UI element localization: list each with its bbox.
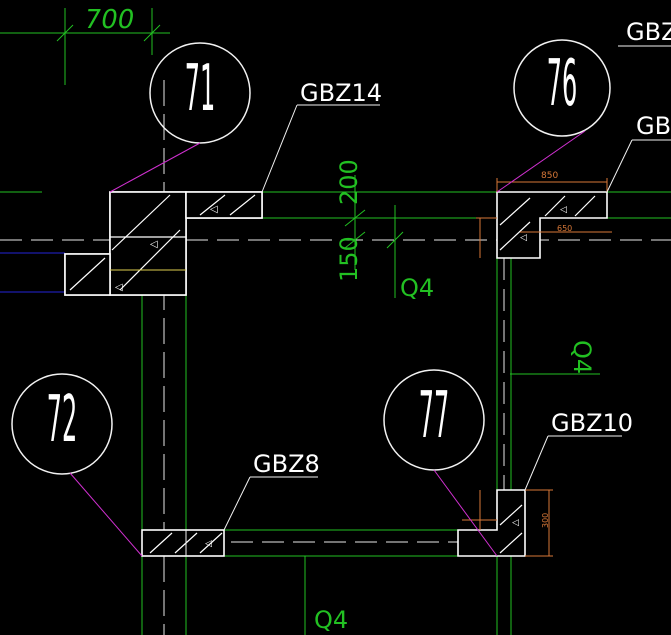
- svg-text:◁: ◁: [210, 204, 218, 215]
- gb-right-label: GB: [636, 112, 671, 140]
- label-gbz14: GBZ14: [261, 79, 382, 193]
- gbz-top-right-text: GBZ: [626, 18, 671, 46]
- gbz10-label: GBZ10: [551, 409, 633, 437]
- gbz14-label: GBZ14: [300, 79, 382, 107]
- svg-text:◁: ◁: [560, 205, 567, 215]
- dimension-700: 700: [0, 5, 170, 85]
- grid-bubble-71-label: 71: [185, 52, 216, 126]
- dimension-300-label: 300: [541, 513, 550, 528]
- wall-label-q4-bottom: Q4: [314, 606, 348, 634]
- svg-text:◁: ◁: [520, 233, 527, 243]
- svg-text:◁: ◁: [205, 539, 212, 549]
- wall-label-q4-center: Q4: [400, 274, 434, 302]
- gbz8-label: GBZ8: [253, 450, 320, 478]
- grid-bubble-77-label: 77: [419, 379, 450, 453]
- grid-bubble-72-label: 72: [47, 383, 78, 457]
- label-gb-right: GB: [606, 112, 671, 193]
- dimension-850-label: 850: [541, 171, 558, 181]
- dimension-700-label: 700: [82, 5, 137, 35]
- svg-text:◁: ◁: [150, 239, 158, 250]
- column-gbz8: ◁: [141, 529, 225, 557]
- dimension-200-label: 200: [335, 159, 363, 205]
- dimension-200-150: 200 150: [335, 159, 404, 298]
- wall-label-q4-right: Q4: [568, 340, 596, 374]
- vertical-wall-lines: [141, 80, 512, 635]
- dimension-col77: 300: [462, 489, 553, 557]
- svg-text:◁: ◁: [115, 282, 123, 293]
- svg-text:◁: ◁: [512, 518, 519, 528]
- grid-bubble-76-label: 76: [547, 47, 578, 121]
- dimension-150-label: 150: [335, 236, 363, 282]
- dimension-650-label: 650: [557, 224, 572, 233]
- dimension-col76: 850 650: [476, 171, 612, 258]
- column-gbz-top-right: ◁ ◁: [496, 191, 608, 259]
- grid-bubble-76: 76: [496, 39, 611, 193]
- column-gbz10: ◁: [457, 489, 526, 557]
- blue-lines: [0, 252, 65, 293]
- label-gbz8: GBZ8: [223, 450, 320, 531]
- column-gbz14: ◁ ◁ ◁: [64, 191, 263, 296]
- grid-bubble-77: 77: [383, 369, 498, 557]
- label-gbz-top-right: GBZ: [618, 18, 671, 47]
- grid-bubble-71: 71: [109, 42, 251, 193]
- label-gbz10: GBZ10: [524, 409, 633, 491]
- grid-bubble-72: 72: [11, 373, 143, 557]
